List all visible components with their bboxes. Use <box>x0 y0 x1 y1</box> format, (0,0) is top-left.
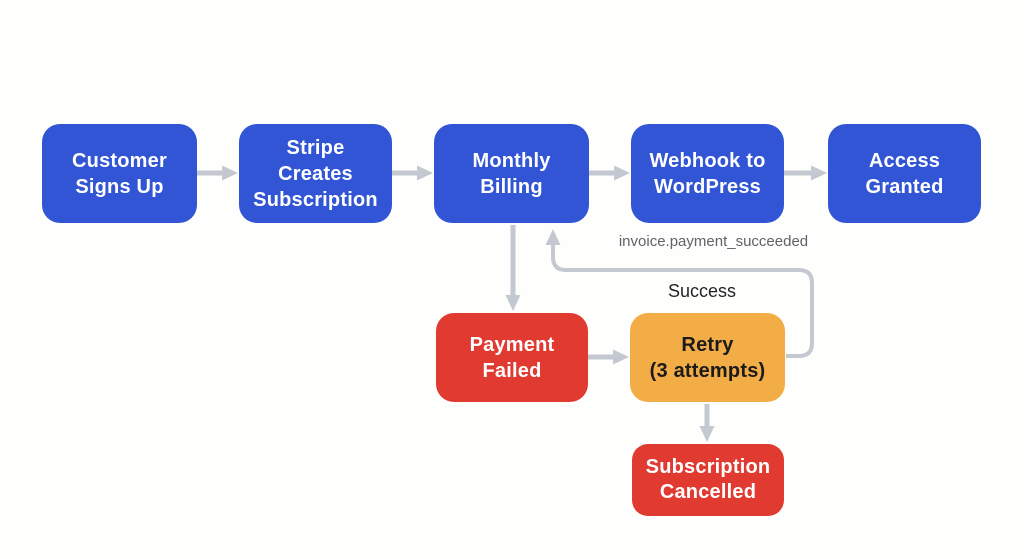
node-stripe-creates-subscription: Stripe Creates Subscription <box>239 124 392 223</box>
node-customer-signs-up: Customer Signs Up <box>42 124 197 223</box>
node-access-granted: Access Granted <box>828 124 981 223</box>
node-label: Stripe Creates Subscription <box>253 136 378 211</box>
node-label: Payment Failed <box>469 333 555 382</box>
node-label: Retry (3 attempts) <box>649 333 766 382</box>
node-monthly-billing: Monthly Billing <box>434 124 589 223</box>
node-label: Access Granted <box>865 149 944 198</box>
edge-label-success: Success <box>667 281 737 301</box>
node-label: Monthly Billing <box>472 149 551 198</box>
node-webhook-to-wordpress: Webhook to WordPress <box>631 124 784 223</box>
node-label: Customer Signs Up <box>72 149 167 198</box>
node-payment-failed: Payment Failed <box>436 313 588 402</box>
node-label: Subscription Cancelled <box>645 456 771 503</box>
node-subscription-cancelled: Subscription Cancelled <box>632 444 784 516</box>
node-retry: Retry (3 attempts) <box>630 313 785 402</box>
edge-label-invoice-payment-succeeded: invoice.payment_succeeded <box>618 233 809 250</box>
node-label: Webhook to WordPress <box>649 149 766 198</box>
